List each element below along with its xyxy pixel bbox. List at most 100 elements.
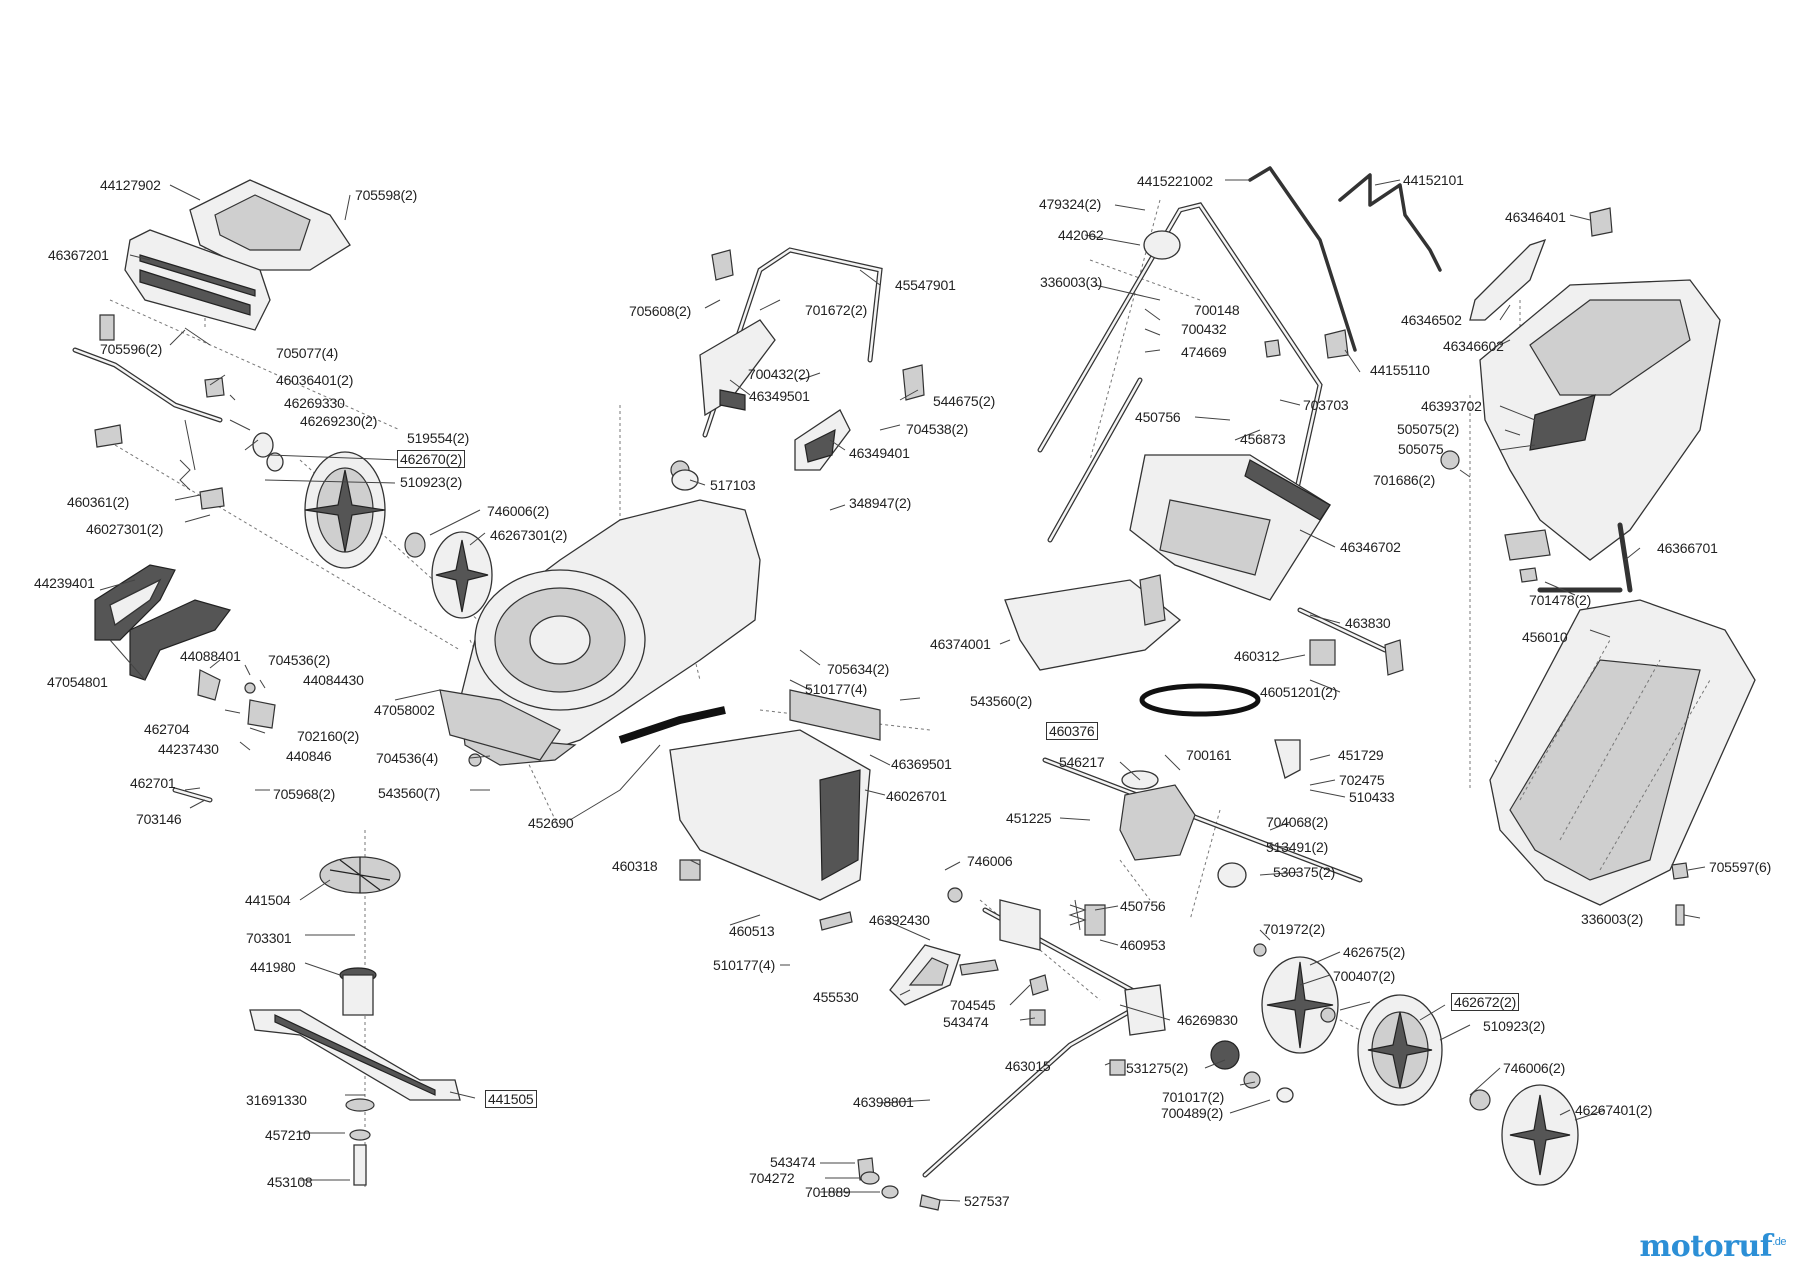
catcher-top-46346602 bbox=[1479, 279, 1721, 561]
part-label: 46374001 bbox=[930, 636, 991, 652]
part-label: 700489(2) bbox=[1161, 1105, 1224, 1121]
part-label: 47058002 bbox=[374, 702, 435, 718]
part-label: 348947(2) bbox=[849, 495, 912, 511]
part-label: 460953 bbox=[1120, 937, 1166, 953]
part-label: 705608(2) bbox=[629, 303, 692, 319]
part-label: 460318 bbox=[612, 858, 658, 874]
part-label: 46367201 bbox=[48, 247, 109, 263]
part-label: 705598(2) bbox=[355, 187, 418, 203]
part-label: 505075 bbox=[1398, 441, 1444, 457]
part-label-boxed: 441505 bbox=[485, 1090, 537, 1108]
part-label: 704536(2) bbox=[268, 652, 331, 668]
part-label: 510177(4) bbox=[713, 957, 776, 973]
part-label: 46269230(2) bbox=[300, 413, 378, 429]
part-label: 702475 bbox=[1339, 772, 1385, 788]
part-label: 701478(2) bbox=[1529, 592, 1592, 608]
part-label: 451729 bbox=[1338, 747, 1384, 763]
leader-lines bbox=[99, 179, 1706, 1202]
handle-knobs bbox=[671, 249, 925, 491]
part-label: 46269330 bbox=[284, 395, 345, 411]
part-label: 703301 bbox=[246, 930, 292, 946]
part-label: 705077(4) bbox=[276, 345, 339, 361]
handle-socket-455530 bbox=[889, 944, 961, 1006]
part-label: 701972(2) bbox=[1263, 921, 1326, 937]
part-label: 455530 bbox=[813, 989, 859, 1005]
part-label: 519554(2) bbox=[407, 430, 470, 446]
part-label: 44127902 bbox=[100, 177, 161, 193]
part-label: 705597(6) bbox=[1709, 859, 1772, 875]
part-label: 44155110 bbox=[1370, 362, 1430, 378]
part-label: 46393702 bbox=[1421, 398, 1482, 414]
drive-belt-460376 bbox=[1139, 683, 1261, 717]
part-label: 442062 bbox=[1058, 227, 1104, 243]
grass-bag-indicator-46346702 bbox=[1129, 454, 1331, 601]
part-label: 46036401(2) bbox=[276, 372, 354, 388]
part-label: 46267301(2) bbox=[490, 527, 568, 543]
part-label: 530375(2) bbox=[1273, 864, 1336, 880]
cable-clamps bbox=[1143, 230, 1349, 359]
part-label: 462704 bbox=[144, 721, 190, 737]
part-label: 46369501 bbox=[891, 756, 952, 772]
part-label: 460361(2) bbox=[67, 494, 130, 510]
small-hardware-bottom bbox=[679, 859, 941, 1211]
part-label: 31691330 bbox=[246, 1092, 307, 1108]
rear-flap-46367201 bbox=[124, 229, 271, 331]
belt-452690 bbox=[618, 706, 726, 744]
part-label: 46392430 bbox=[869, 912, 930, 928]
part-label: 543560(2) bbox=[970, 693, 1033, 709]
part-label: 46267401(2) bbox=[1575, 1102, 1653, 1118]
part-label: 505075(2) bbox=[1397, 421, 1460, 437]
part-label: 546217 bbox=[1059, 754, 1105, 770]
catcher-rod-46366701 bbox=[1504, 522, 1633, 593]
upper-handle-450756 bbox=[1037, 202, 1323, 543]
part-label: 510177(4) bbox=[805, 681, 868, 697]
part-label: 705968(2) bbox=[273, 786, 336, 802]
part-label: 457210 bbox=[265, 1127, 311, 1143]
part-label: 336003(2) bbox=[1581, 911, 1644, 927]
catcher-handle-46346502 bbox=[1469, 207, 1613, 321]
part-label: 517103 bbox=[710, 477, 756, 493]
part-label: 45547901 bbox=[895, 277, 956, 293]
part-label: 746006(2) bbox=[487, 503, 550, 519]
part-label: 531275(2) bbox=[1126, 1060, 1189, 1076]
part-label: 46366701 bbox=[1657, 540, 1718, 556]
part-label: 44239401 bbox=[34, 575, 95, 591]
part-label: 46349401 bbox=[849, 445, 910, 461]
part-label: 705634(2) bbox=[827, 661, 890, 677]
part-label: 701017(2) bbox=[1162, 1089, 1225, 1105]
wheel-cap-46267301 bbox=[404, 531, 493, 619]
part-label-boxed: 460376 bbox=[1046, 722, 1098, 740]
part-label: 474669 bbox=[1181, 344, 1227, 360]
front-wheel-parts bbox=[1253, 943, 1579, 1186]
part-label: 510433 bbox=[1349, 789, 1395, 805]
mower-deck bbox=[439, 460, 761, 766]
part-label-boxed: 462672(2) bbox=[1451, 993, 1520, 1011]
blade-hardware bbox=[345, 1098, 375, 1186]
part-label: 700161 bbox=[1186, 747, 1232, 763]
part-label: 527537 bbox=[964, 1193, 1010, 1209]
part-label: 44084430 bbox=[303, 672, 364, 688]
part-label: 441504 bbox=[245, 892, 291, 908]
part-label: 46269830 bbox=[1177, 1012, 1238, 1028]
part-label: 543474 bbox=[770, 1154, 816, 1170]
part-label: 452690 bbox=[528, 815, 574, 831]
part-label: 4415221002 bbox=[1137, 173, 1213, 189]
part-label: 543474 bbox=[943, 1014, 989, 1030]
deflector-46374001 bbox=[1004, 574, 1182, 671]
part-label: 460312 bbox=[1234, 648, 1280, 664]
part-label: 456010 bbox=[1522, 629, 1568, 645]
blade-441505 bbox=[249, 1009, 461, 1101]
wire-bail-4415221002 bbox=[1248, 166, 1357, 352]
fan-441504 bbox=[319, 856, 401, 894]
part-label: 46026701 bbox=[886, 788, 947, 804]
part-label: 46051201(2) bbox=[1260, 684, 1338, 700]
part-label: 451225 bbox=[1006, 810, 1052, 826]
part-label: 746006 bbox=[967, 853, 1013, 869]
part-label: 46346702 bbox=[1340, 539, 1401, 555]
part-label: 701672(2) bbox=[805, 302, 868, 318]
part-label: 450756 bbox=[1120, 898, 1166, 914]
part-label: 46349501 bbox=[749, 388, 810, 404]
part-label: 700432 bbox=[1181, 321, 1227, 337]
catcher-bag-456010 bbox=[1489, 599, 1756, 906]
